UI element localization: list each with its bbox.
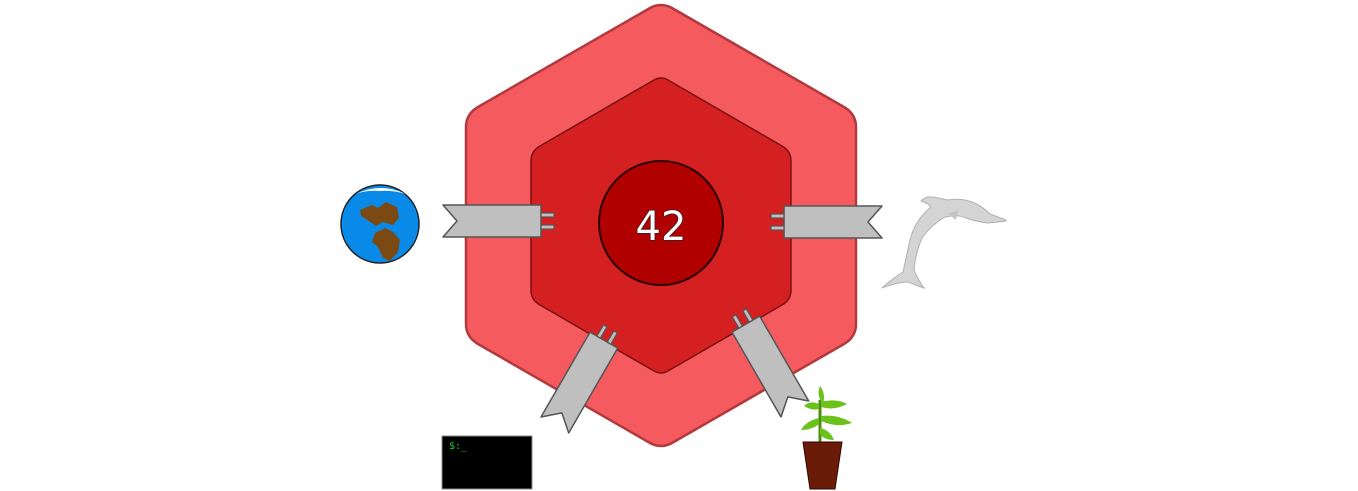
plant-icon (801, 386, 852, 490)
dolphin-icon (881, 196, 1007, 289)
core-value: 42 (636, 204, 687, 250)
terminal-prompt: $:_ (449, 441, 468, 452)
terminal-icon: $:_ (441, 435, 533, 490)
adapter-left (442, 204, 555, 238)
globe-icon (340, 184, 420, 264)
adapter-right (770, 205, 883, 239)
core-circle (598, 160, 724, 286)
